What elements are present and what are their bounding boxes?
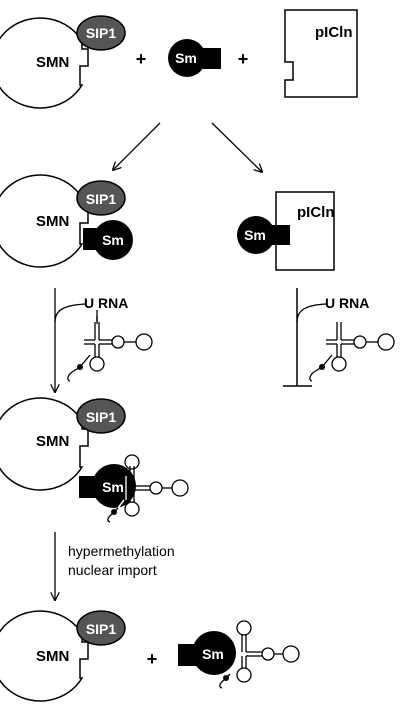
sm-label-1: Sm bbox=[175, 50, 197, 66]
snrnp-product: Sm bbox=[178, 620, 300, 689]
smn-label-3: SMN bbox=[36, 433, 69, 450]
smn-protein-1 bbox=[0, 17, 89, 109]
u-rna-molecule-right bbox=[309, 322, 395, 382]
sm-body-5 bbox=[192, 631, 236, 675]
plus-sign-2: + bbox=[238, 49, 249, 69]
plus-sign-3: + bbox=[147, 649, 158, 669]
hypermethylation-label: hypermethylation bbox=[68, 543, 175, 559]
sip1-label-2: SIP1 bbox=[86, 191, 117, 207]
sm-protein-free: Sm bbox=[168, 39, 221, 77]
smn-protein-3 bbox=[0, 397, 89, 491]
picln-label-2: pICln bbox=[297, 204, 335, 221]
sm-label-4: Sm bbox=[102, 479, 124, 495]
u-rna-bound-2 bbox=[219, 620, 300, 689]
sm-tail-1 bbox=[203, 48, 221, 69]
u-rna-label-left: U RNA bbox=[84, 295, 128, 311]
u-rna-step-right: U RNA bbox=[283, 288, 395, 387]
sm-body-2 bbox=[93, 220, 133, 260]
smn-complex-4: SMN SIP1 bbox=[0, 610, 126, 702]
nuclear-import-label: nuclear import bbox=[68, 562, 157, 578]
sip1-protein-1 bbox=[76, 15, 126, 51]
sip1-label-1: SIP1 bbox=[86, 25, 117, 41]
picln-sm-complex: pICln Sm bbox=[237, 191, 335, 271]
smn-label-4: SMN bbox=[36, 648, 69, 665]
smn-label-2: SMN bbox=[36, 213, 69, 230]
sm-body-4 bbox=[92, 464, 136, 508]
sm-body-3 bbox=[237, 216, 275, 254]
u-rna-step-left: U RNA bbox=[54, 288, 153, 392]
smn-complex-2: SMN SIP1 Sm bbox=[0, 174, 133, 268]
smn-label-1: SMN bbox=[36, 54, 69, 71]
smn-complex-1: SMN SIP1 bbox=[0, 15, 126, 109]
row-4-products: SMN SIP1 + Sm bbox=[0, 610, 300, 702]
smn-protein-2 bbox=[0, 174, 89, 268]
u-rna-entry-line-left bbox=[54, 303, 87, 323]
sm-tail-3 bbox=[270, 225, 290, 245]
sip1-protein-2 bbox=[76, 180, 126, 216]
sm-label-2: Sm bbox=[102, 232, 124, 248]
arrow-to-smn-assembly bbox=[113, 122, 161, 170]
plus-sign-1: + bbox=[136, 49, 147, 69]
sm-body-1 bbox=[168, 39, 206, 77]
u-rna-label-right: U RNA bbox=[325, 295, 369, 311]
picln-box-1 bbox=[284, 9, 358, 98]
picln-label-1: pICln bbox=[315, 24, 353, 41]
smn-snrnp-complex: SMN SIP1 Sm bbox=[0, 397, 189, 523]
u-rna-entry-line-right bbox=[296, 303, 327, 323]
sm-label-3: Sm bbox=[244, 227, 266, 243]
sip1-label-3: SIP1 bbox=[86, 409, 117, 425]
sm-label-5: Sm bbox=[202, 646, 224, 662]
row-1-components: SMN SIP1 + Sm + pICln bbox=[0, 9, 358, 109]
sip1-protein-4 bbox=[76, 610, 126, 646]
u-rna-molecule-left bbox=[67, 310, 153, 382]
sip1-label-4: SIP1 bbox=[86, 621, 117, 637]
smn-protein-4 bbox=[0, 610, 89, 702]
picln-protein-free: pICln bbox=[284, 9, 358, 98]
arrow-to-picln-complex bbox=[211, 122, 262, 172]
sip1-protein-3 bbox=[76, 398, 126, 434]
u-rna-bound-1 bbox=[107, 454, 189, 523]
